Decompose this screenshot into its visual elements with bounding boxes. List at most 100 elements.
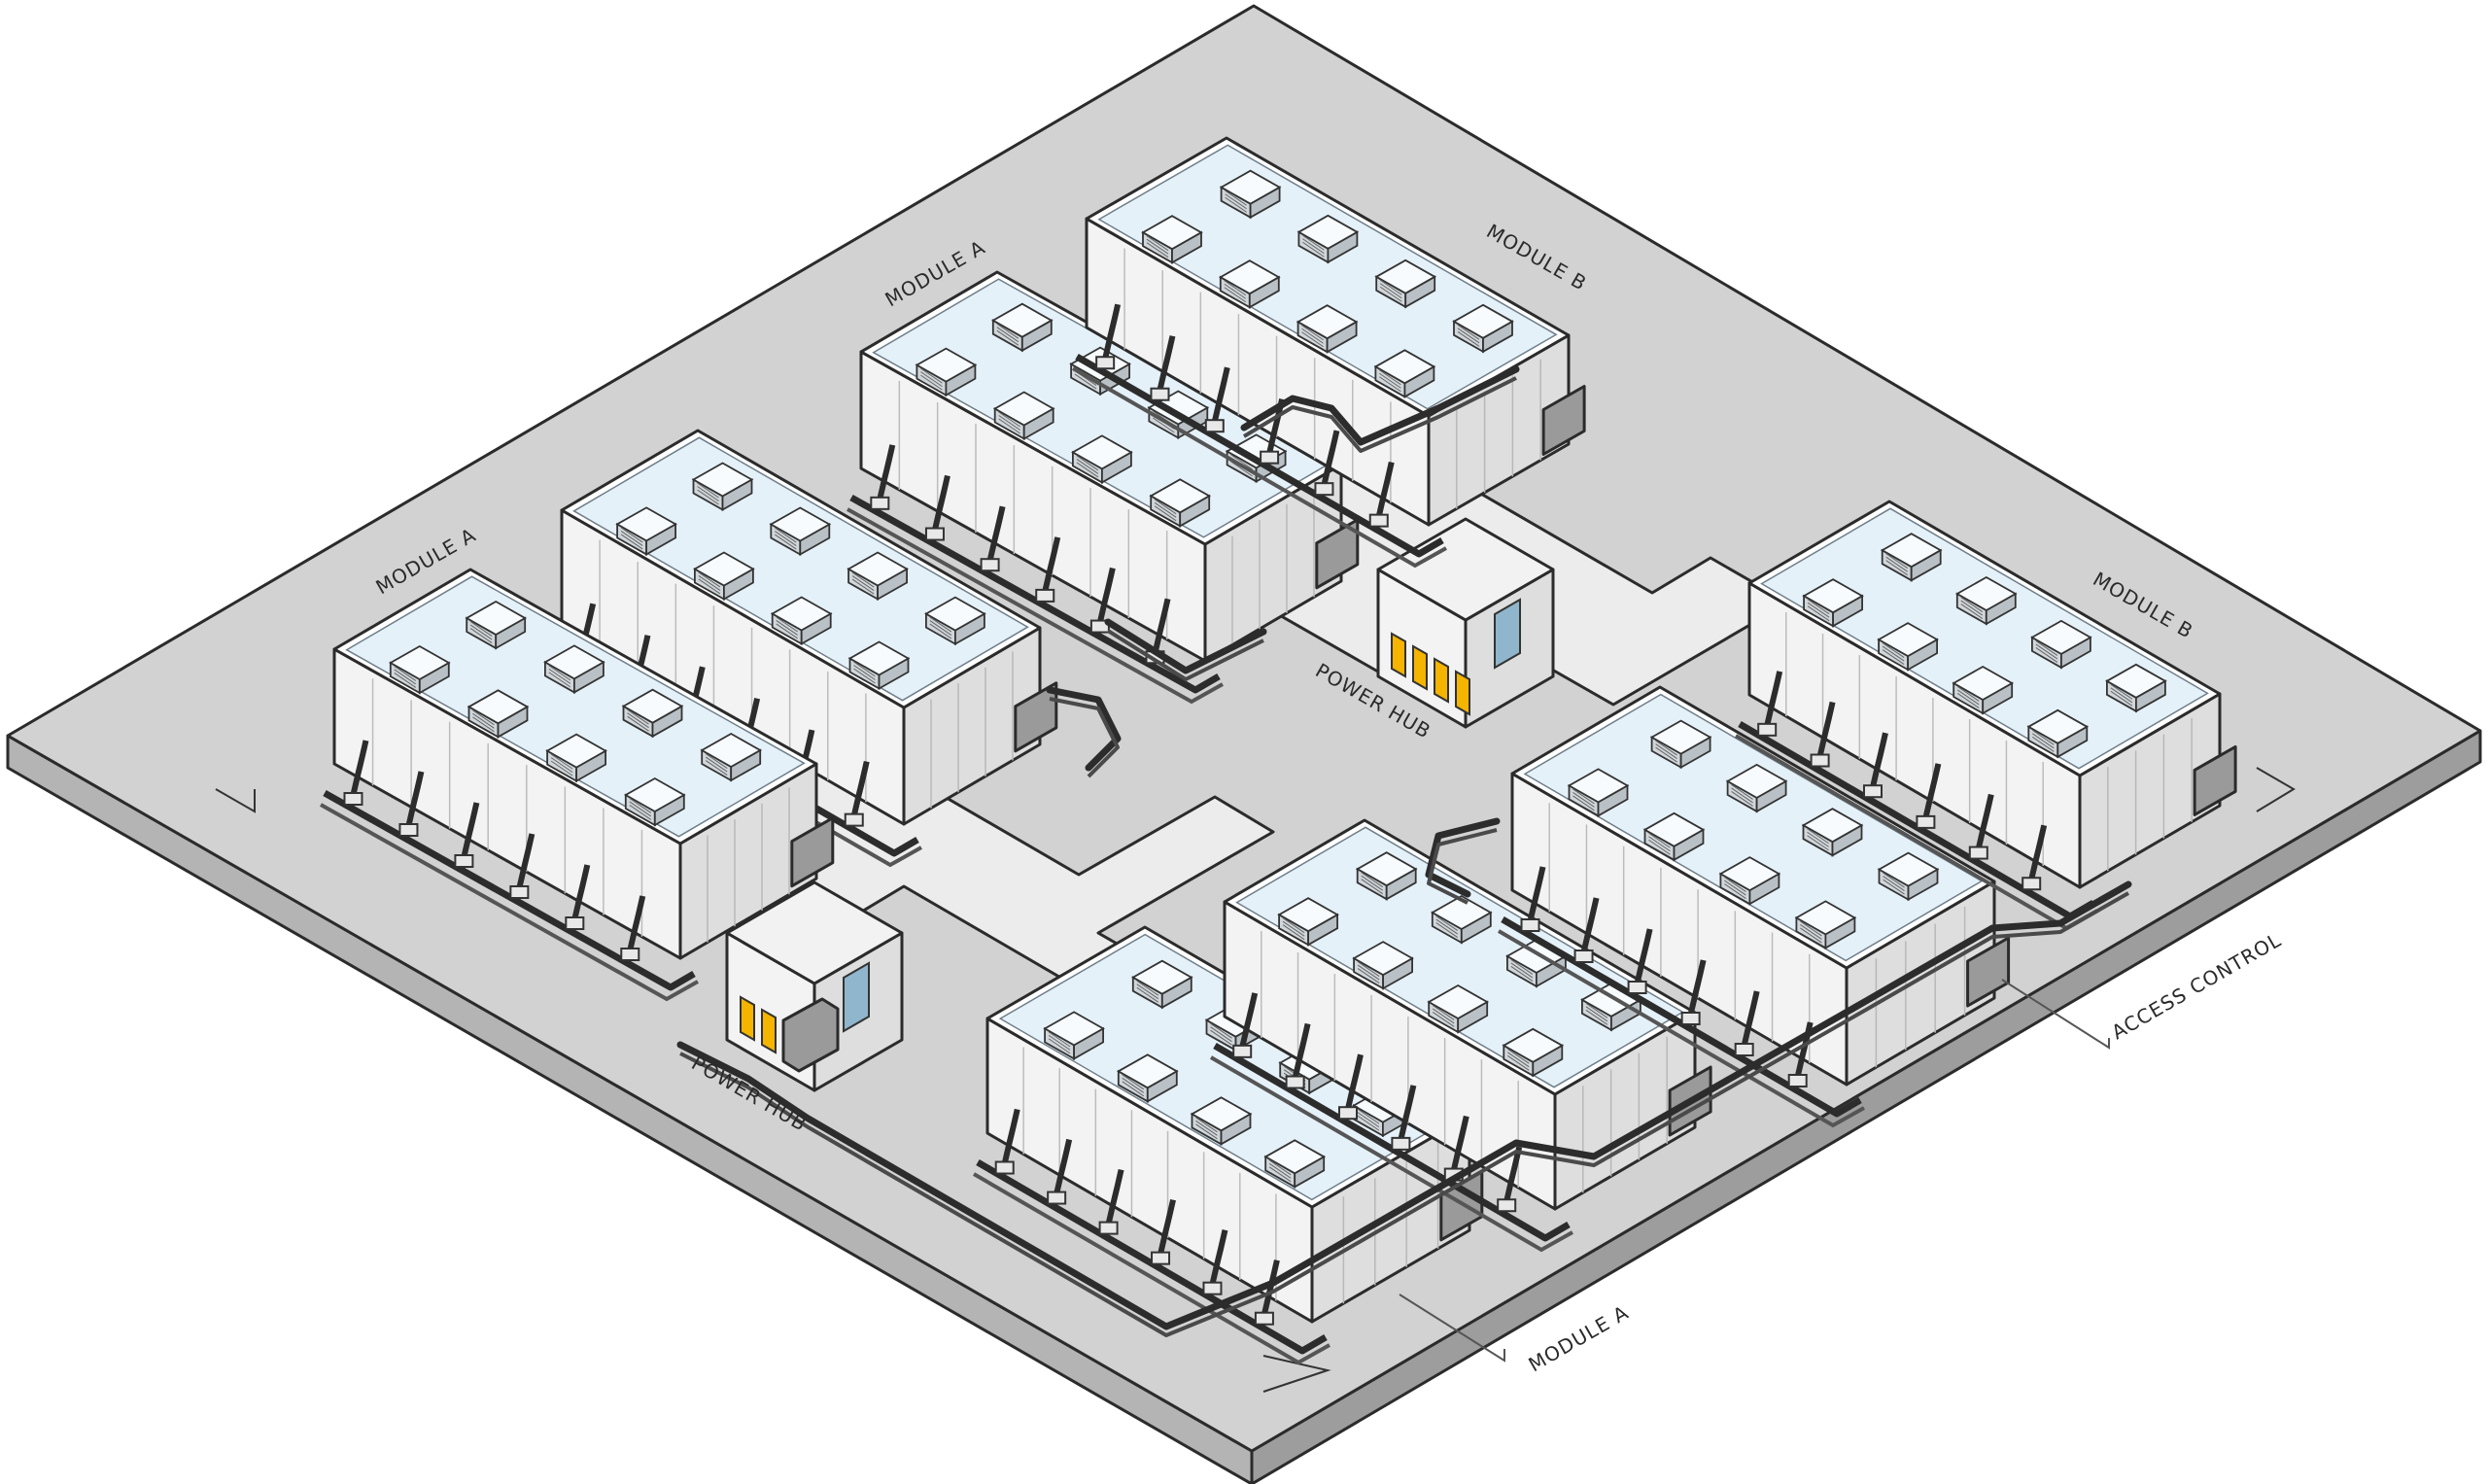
hvac-vent-line [1146,238,1169,255]
leader-access-control [2001,979,2110,1050]
hvac-unit-icon [1352,941,1414,977]
hvac-vent-line [1885,556,1909,572]
cable-conduit-icon [876,444,896,504]
hvac-vent-line [851,578,875,595]
hvac-unit-icon [1642,811,1706,847]
cable-conduit-icon [1793,1021,1814,1082]
cable-conduit-icon [1291,1022,1311,1084]
hvac-vent-line [1435,915,1459,931]
hvac-vent-line [705,756,728,773]
hvac-vent-line [920,374,943,391]
hvac-vent-line [1585,1009,1608,1025]
glass-door-icon [843,961,870,1033]
hvac-unit-icon [1649,719,1712,755]
hvac-vent-line [776,616,798,633]
cable-conduit-icon [1046,686,1122,772]
hvac-vent-line [2035,643,2058,660]
cable-conduit-icon [1344,1053,1364,1114]
hvac-vent-line [2035,647,2058,663]
cable-junction-box [1095,356,1116,370]
hvac-vent-line [2110,683,2133,700]
cable-conduit-icon [460,802,480,862]
hvac-vent-line [2035,640,2058,656]
cable-junction-box [398,823,419,837]
hvac-unit-icon [691,462,754,498]
hvac-vent-line [1282,917,1305,934]
hvac-vent-line [1800,920,1822,937]
electrical-box-icon [790,816,835,888]
hvac-vent-line [1724,877,1746,892]
hvac-vent-line [1648,832,1671,848]
hvac-unit-icon [1880,533,1943,569]
cable-junction-box [620,948,640,961]
hvac-vent-line [472,709,495,726]
cable-junction-box [1254,1311,1274,1326]
hvac-vent-line [1224,283,1247,299]
cable-conduit-icon [1075,353,1444,558]
hvac-vent-line [394,673,417,688]
door-icon [1455,670,1470,716]
cable-conduit-icon [570,864,591,924]
cable-conduit-icon [1974,793,1994,854]
hvac-vent-line [1225,196,1247,213]
hvac-vent-line [1724,883,1746,899]
hvac-vent-line [472,712,495,729]
cable-conduit-icon [1072,366,1447,569]
hvac-unit-icon [1190,1096,1253,1132]
electrical-box-icon [1315,518,1360,590]
cable-conduit-icon [1427,828,1498,905]
hvac-vent-line [1807,599,1830,615]
cable-junction-box [1497,1198,1517,1213]
cable-junction-box [980,558,1000,572]
hvac-unit-icon [1954,575,2018,612]
hvac-vent-line [1807,605,1830,622]
hvac-vent-line [1282,920,1305,937]
hvac-vent-line [1230,461,1253,477]
hvac-vent-line [1357,961,1380,977]
cable-junction-box [1520,918,1540,932]
cable-junction-box [343,792,363,806]
cable-conduit-icon [972,1172,1330,1365]
hvac-vent-line [1122,1081,1145,1097]
cable-conduit-icon [1240,365,1520,446]
cable-junction-box [565,916,585,930]
cable-conduit-icon [1238,992,1259,1053]
hvac-vent-line [548,665,571,681]
electrical-box-icon [1966,936,2011,1008]
corner-mark-right [2256,767,2296,812]
hvac-vent-line [1882,642,1905,658]
hvac-vent-line [1301,328,1324,344]
hvac-unit-icon [545,733,607,769]
hvac-vent-line [1432,1008,1455,1024]
cable-conduit-icon [976,1158,1328,1355]
leader-module-a-bottom [1399,1294,1505,1363]
hvac-vent-line [1572,788,1595,805]
hvac-vent-line [1432,1005,1455,1020]
hvac-unit-icon [1502,1027,1565,1063]
hvac-unit-icon [1130,959,1193,995]
cable-junction-box [1047,1191,1067,1205]
hvac-unit-icon [1877,851,1940,887]
hvac-unit-icon [2026,708,2090,744]
cable-conduit-icon [1526,866,1546,926]
cable-conduit-icon [1242,376,1517,453]
hvac-vent-line [1885,560,1909,576]
hvac-vent-line [1800,927,1822,944]
hvac-vent-line [627,715,649,732]
cable-conduit-icon [515,833,536,893]
cable-conduit-icon [1210,366,1230,427]
cable-conduit-icon [323,789,696,991]
hvac-vent-line [1210,1022,1232,1039]
cable-conduit-icon [1740,990,1760,1051]
hvac-vent-line [929,620,952,636]
hvac-vent-line [698,578,721,595]
hvac-vent-line [550,757,573,774]
hvac-vent-line [1572,792,1595,808]
hvac-vent-line [1648,836,1671,852]
buildings [320,136,2237,1365]
hvac-unit-icon [2030,619,2092,655]
hvac-unit-icon [1149,478,1212,514]
cable-conduit-icon [847,507,1224,705]
hvac-unit-icon [1296,304,1359,340]
hvac-unit-icon [990,302,1054,338]
